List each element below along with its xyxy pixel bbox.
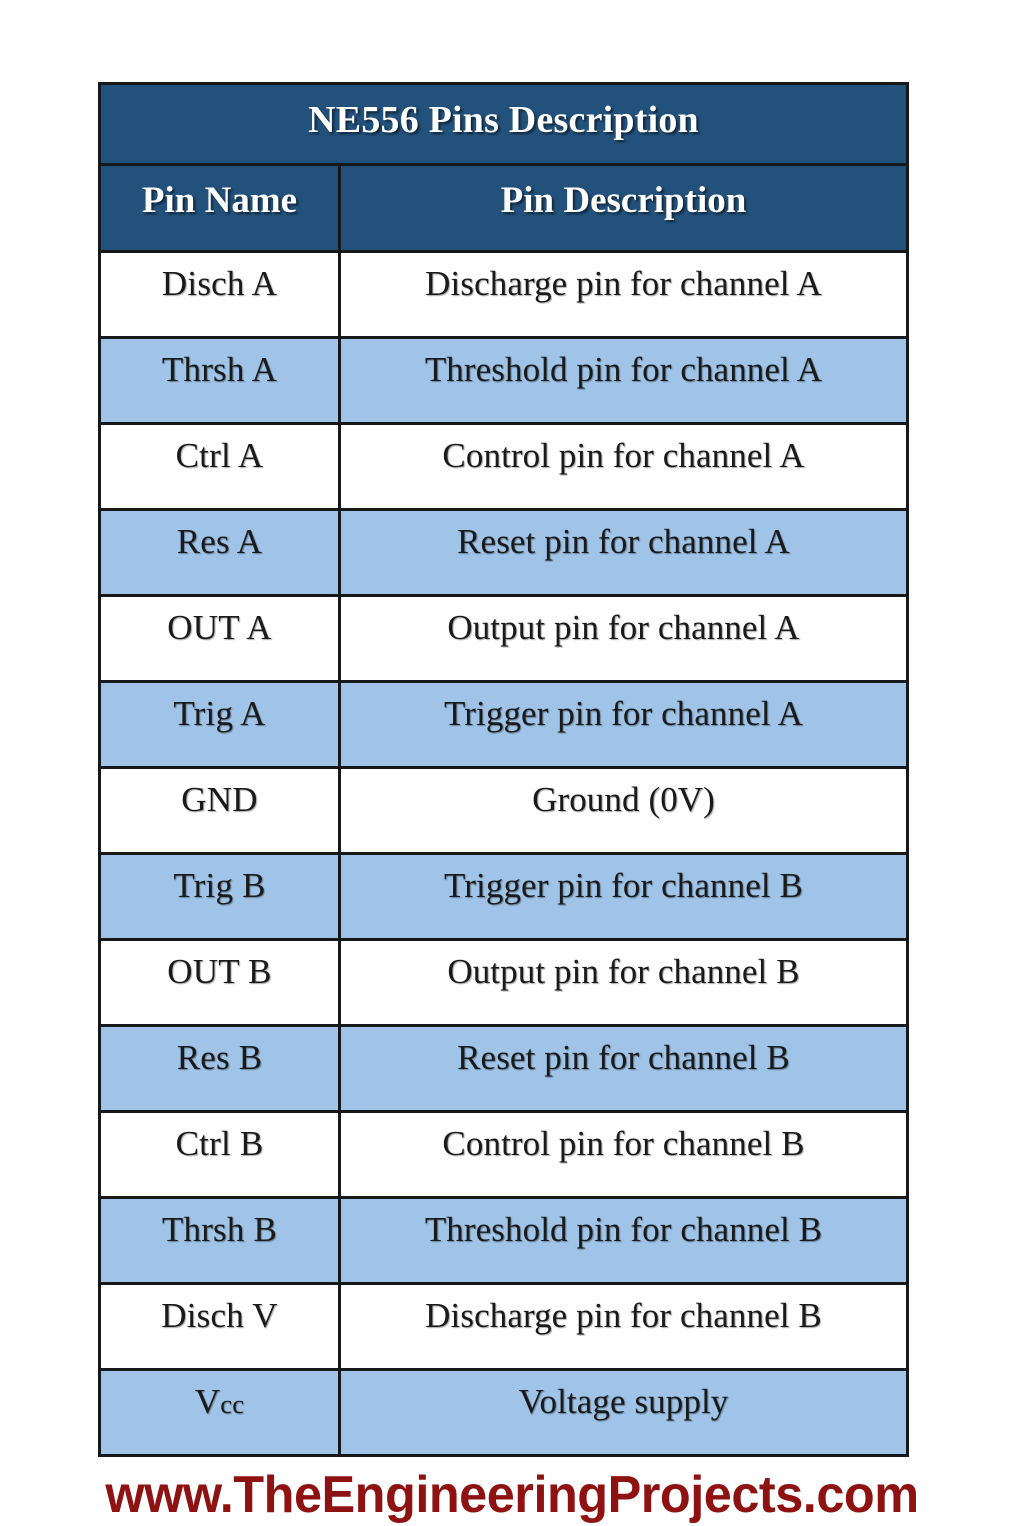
cell-pin-description: Output pin for channel A (338, 594, 909, 683)
cell-pin-name: Trig A (98, 680, 341, 769)
cell-pin-description: Reset pin for channel A (338, 508, 909, 597)
cell-pin-name: GND (98, 766, 341, 855)
cell-pin-name: Disch A (98, 250, 341, 339)
cell-pin-name: Disch V (98, 1282, 341, 1371)
cell-pin-description: Discharge pin for channel B (338, 1282, 909, 1371)
cell-pin-description: Ground (0V) (338, 766, 909, 855)
cell-pin-description: Control pin for channel A (338, 422, 909, 511)
cell-pin-name: Vcc (98, 1368, 341, 1457)
cell-pin-description: Trigger pin for channel A (338, 680, 909, 769)
ne556-pins-description-table: NE556 Pins Description Pin Name Pin Desc… (98, 82, 909, 1457)
cell-pin-name: Thrsh A (98, 336, 341, 425)
cell-pin-name: Thrsh B (98, 1196, 341, 1285)
cell-pin-name: Ctrl A (98, 422, 341, 511)
cell-pin-name: Ctrl B (98, 1110, 341, 1199)
cell-pin-name: Trig B (98, 852, 341, 941)
site-watermark: www.TheEngineeringProjects.com (105, 1466, 919, 1524)
cell-pin-description: Threshold pin for channel B (338, 1196, 909, 1285)
cell-pin-description: Output pin for channel B (338, 938, 909, 1027)
cell-pin-name: OUT A (98, 594, 341, 683)
column-header-pin-description: Pin Description (338, 163, 909, 253)
cell-pin-description: Threshold pin for channel A (338, 336, 909, 425)
cell-pin-name: Res A (98, 508, 341, 597)
cell-pin-description: Voltage supply (338, 1368, 909, 1457)
cell-pin-description: Trigger pin for channel B (338, 852, 909, 941)
table-header-row: Pin Name Pin Description (98, 163, 909, 253)
table-title-row: NE556 Pins Description (98, 82, 909, 166)
cell-pin-description: Control pin for channel B (338, 1110, 909, 1199)
cell-pin-name: Res B (98, 1024, 341, 1113)
cell-pin-description: Reset pin for channel B (338, 1024, 909, 1113)
table-title: NE556 Pins Description (98, 82, 909, 166)
cell-pin-name: OUT B (98, 938, 341, 1027)
column-header-pin-name: Pin Name (98, 163, 341, 253)
cell-pin-description: Discharge pin for channel A (338, 250, 909, 339)
